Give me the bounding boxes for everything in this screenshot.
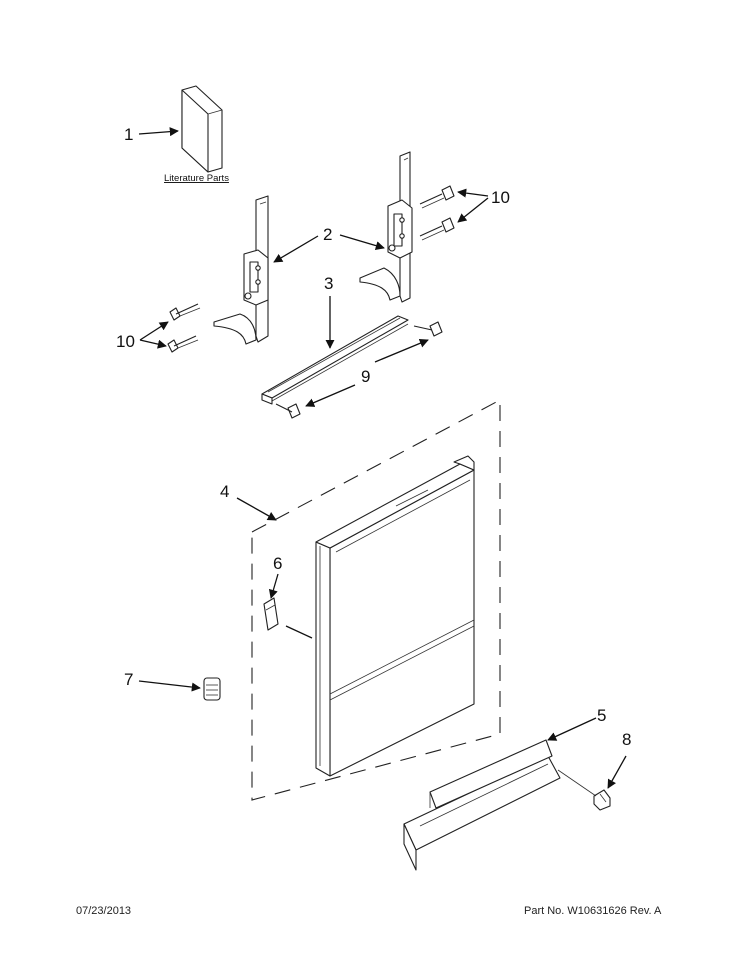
literature-booklet [181, 85, 223, 173]
leveler-link-line [557, 769, 597, 797]
leader-5 [547, 717, 597, 741]
leader-7 [138, 680, 201, 692]
callout-10-right: 10 [491, 188, 510, 207]
callout-1: 1 [124, 125, 133, 144]
leader-10-right-upper [457, 188, 489, 198]
leader-10-right-lower [457, 197, 489, 223]
footer-part-number: Part No. W10631626 Rev. A [524, 905, 662, 917]
leader-6 [268, 573, 279, 599]
footer-date: 07/23/2013 [76, 905, 132, 917]
label-link-line [285, 625, 313, 639]
leader-8 [607, 755, 627, 789]
door-panel [315, 455, 475, 777]
screw-right-upper [419, 185, 455, 209]
callout-2: 2 [323, 225, 332, 244]
toe-panel [403, 739, 561, 871]
door-clip [203, 677, 221, 701]
leader-2-left [273, 235, 319, 263]
door-rail [261, 315, 409, 405]
leader-10-left-lower [139, 339, 167, 349]
leader-9-right [374, 338, 429, 363]
leveler-foot [593, 789, 611, 811]
left-hinge-bracket [213, 195, 269, 345]
callout-8: 8 [622, 730, 631, 749]
callout-5: 5 [597, 706, 606, 725]
callout-7: 7 [124, 670, 133, 689]
callout-3: 3 [324, 274, 333, 293]
rail-screw-right [413, 321, 443, 337]
literature-parts-label: Literature Parts [164, 173, 229, 184]
door-assembly-outline [251, 399, 501, 801]
leader-10-left-upper [139, 321, 169, 341]
callout-6: 6 [273, 554, 282, 573]
screw-left-lower [167, 335, 199, 353]
screw-right-lower [419, 217, 455, 241]
leader-9-left [305, 384, 356, 407]
leader-4 [236, 497, 277, 521]
callout-10-left: 10 [116, 332, 135, 351]
callout-9: 9 [361, 367, 370, 386]
right-hinge-bracket [359, 151, 413, 303]
callout-4: 4 [220, 482, 229, 501]
door-label [263, 597, 279, 631]
screw-left-upper [169, 303, 201, 321]
leader-1 [138, 127, 179, 137]
leader-2-right [339, 234, 385, 251]
rail-screw-left [275, 403, 301, 419]
